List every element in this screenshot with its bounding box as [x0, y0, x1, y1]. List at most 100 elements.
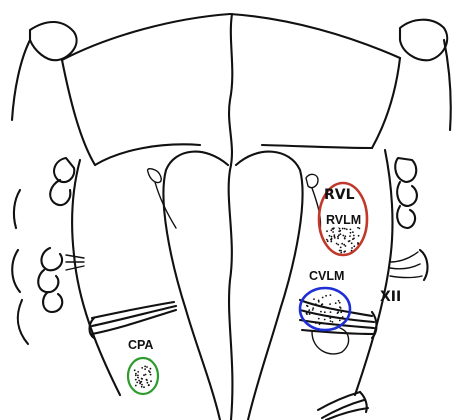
cvlm-label: CVLM	[309, 269, 344, 283]
rvlm-stipple-dot	[342, 228, 344, 230]
rvlm-label: RVLM	[326, 213, 361, 227]
rvlm-stipple-dot	[330, 229, 332, 231]
cvlm-stipple-dot	[309, 313, 311, 315]
cvlm-stipple-dot	[313, 298, 315, 300]
cvlm-stipple-dot	[327, 323, 329, 325]
cpa-stipple-dot	[135, 373, 137, 375]
cvlm-stipple-dot	[306, 312, 308, 314]
rvlm-stipple-dot	[344, 237, 346, 239]
rvlm-stipple-dot	[331, 236, 333, 238]
cpa-stipple	[134, 366, 152, 389]
rvlm-stipple-dot	[340, 250, 342, 252]
cpa-stipple-dot	[136, 382, 138, 384]
rvlm-stipple-dot	[326, 239, 328, 241]
cpa-stipple-dot	[134, 369, 136, 371]
rvlm-stipple-dot	[331, 238, 333, 240]
cvlm-stipple-dot	[342, 316, 344, 318]
cvlm-stipple-dot	[340, 311, 342, 313]
rvlm-stipple-dot	[338, 230, 340, 232]
cvlm-stipple-dot	[339, 306, 341, 308]
cvlm-stipple-dot	[320, 311, 322, 313]
cvlm-stipple-dot	[308, 309, 310, 311]
rvlm-stipple-dot	[337, 244, 339, 246]
left-hypoglossal-rootlets	[90, 302, 177, 338]
cpa-stipple-dot	[140, 381, 142, 383]
rvlm-stipple-dot	[339, 228, 341, 230]
rvlm-stipple-dot	[337, 238, 339, 240]
cpa-stipple-dot	[135, 379, 137, 381]
cvlm-stipple-dot	[322, 297, 324, 299]
rvlm-stipple-dot	[345, 245, 347, 247]
left-cranial-nerves	[12, 22, 84, 344]
rvlm-stipple-dot	[352, 231, 354, 233]
rvlm-stipple-dot	[337, 236, 339, 238]
cpa-stipple-dot	[146, 366, 148, 368]
cvlm-stipple-dot	[339, 320, 341, 322]
cvlm-stipple-dot	[312, 307, 314, 309]
rvlm-stipple-dot	[326, 230, 328, 232]
cpa-stipple-dot	[141, 386, 143, 388]
cvlm-stipple-dot	[312, 309, 314, 311]
cpa-stipple-dot	[135, 375, 137, 377]
cpa-stipple-dot	[139, 383, 141, 385]
cpa-outline	[128, 358, 158, 394]
cpa-stipple-dot	[141, 384, 143, 386]
rvlm-stipple-dot	[344, 250, 346, 252]
rvlm-stipple-dot	[334, 236, 336, 238]
lower-right-nerve-bundle	[318, 392, 368, 420]
cvlm-stipple-dot	[324, 311, 326, 313]
cvlm-stipple-dot	[338, 300, 340, 302]
rvlm-stipple-dot	[330, 241, 332, 243]
rvlm-stipple-dot	[338, 234, 340, 236]
cpa-stipple-dot	[141, 378, 143, 380]
cvlm-stipple-dot	[315, 303, 317, 305]
cvlm-stipple-dot	[318, 301, 320, 303]
rvlm-stipple-dot	[340, 233, 342, 235]
cvlm-stipple-dot	[325, 295, 327, 297]
cpa-stipple-dot	[144, 368, 146, 370]
cpa-stipple-dot	[137, 375, 139, 377]
cvlm-stipple-dot	[332, 321, 334, 323]
cpa-stipple-dot	[149, 371, 151, 373]
cvlm-stipple-dot	[335, 302, 337, 304]
cpa-stipple-dot	[146, 379, 148, 381]
cpa-stipple-dot	[141, 367, 143, 369]
rvlm-stipple-dot	[349, 235, 351, 237]
cvlm-stipple-dot	[319, 323, 321, 325]
cpa-stipple-dot	[148, 384, 150, 386]
cvlm-stipple-dot	[324, 319, 326, 321]
rvlm-stipple-dot	[336, 243, 338, 245]
rvlm-stipple-dot	[351, 247, 353, 249]
rvlm-stipple-dot	[350, 232, 352, 234]
cvlm-stipple-dot	[330, 294, 332, 296]
cvlm-stipple-dot	[314, 313, 316, 315]
rvlm-stipple-dot	[344, 235, 346, 237]
cvlm-stipple-dot	[339, 302, 341, 304]
cpa-stipple-dot	[147, 382, 149, 384]
rvlm-stipple-dot	[353, 245, 355, 247]
rvlm-stipple-dot	[340, 247, 342, 249]
cpa-stipple-dot	[150, 368, 152, 370]
rvlm-stipple-dot	[348, 241, 350, 243]
cvlm-stipple-dot	[330, 320, 332, 322]
cvlm-stipple-dot	[306, 305, 308, 307]
rvlm-stipple-dot	[340, 252, 342, 254]
rvlm-stipple-dot	[332, 228, 334, 230]
rvlm-stipple-dot	[344, 228, 346, 230]
cpa-stipple-dot	[144, 366, 146, 368]
cpa-stipple-dot	[135, 385, 137, 387]
rvlm-stipple-dot	[343, 244, 345, 246]
ventral-median-fissure	[229, 14, 233, 420]
rvlm-stipple-dot	[327, 240, 329, 242]
cvlm-stipple-dot	[315, 322, 317, 324]
rvlm-stipple-dot	[329, 235, 331, 237]
cpa-stipple-dot	[137, 371, 139, 373]
cpa-stipple-dot	[138, 380, 140, 382]
rvlm-stipple-dot	[352, 238, 354, 240]
cpa-label: CPA	[128, 338, 153, 352]
cpa-stipple-dot	[143, 386, 145, 388]
cpa-stipple-dot	[150, 374, 152, 376]
xii-label: XII	[380, 289, 401, 305]
